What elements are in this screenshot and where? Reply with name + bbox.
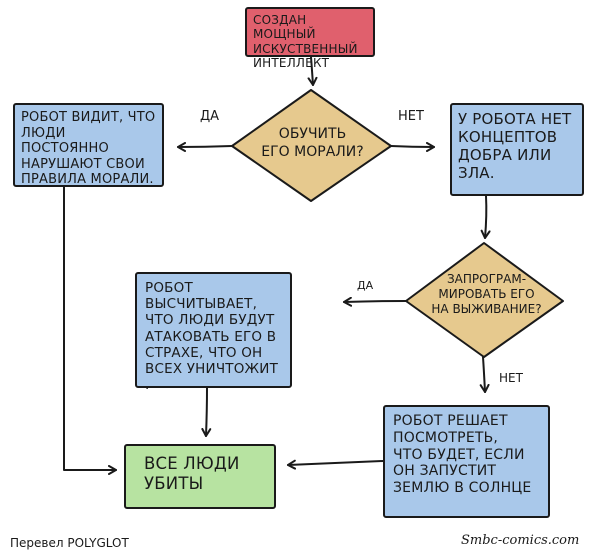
edge-nobox1-to-decision2 [480, 195, 491, 239]
translator-credit: Перевел POLYGLOT [10, 536, 129, 550]
yes-box-2-text: Робот высчитывает, что люди будут атаков… [145, 280, 279, 394]
label-yes-1: Да [200, 109, 220, 124]
decision1-diamond [231, 89, 392, 202]
decision2-text: Запрограм- мировать его на выживание? [431, 272, 542, 316]
label-no-2: Нет [499, 371, 523, 385]
label-yes-2: Да [357, 279, 374, 292]
start-node-text: Создан мощный искуственный интеллект [253, 13, 358, 71]
watermark: Smbc-comics.com [461, 533, 580, 548]
edge-yesbox2-to-end [201, 387, 212, 437]
end-node: Все люди убиты [124, 444, 276, 509]
edge-decision2-yes [343, 296, 407, 307]
label-no-1: Нет [398, 109, 424, 124]
no-box-1: У робота нет концептов добра или зла. [450, 103, 584, 196]
decision2-diamond [405, 242, 564, 358]
edge-start-to-decision1 [307, 56, 318, 86]
edge-nobox2-to-end [287, 459, 384, 470]
no-box-1-text: У робота нет концептов добра или зла. [458, 110, 572, 182]
start-node: Создан мощный искуственный интеллект [245, 7, 375, 70]
no-box-2-text: Робот решает посмотреть, что будет, если… [393, 413, 532, 497]
edge-decision1-no [390, 141, 435, 152]
decision1-text: Обучить его морали? [261, 126, 364, 160]
edge-yesbox1-to-end [63, 186, 117, 475]
yes-box-1-text: Робот видит, что люди постоянно нарушают… [21, 110, 156, 188]
end-node-text: Все люди убиты [144, 454, 240, 493]
yes-box-1: Робот видит, что люди постоянно нарушают… [13, 103, 164, 187]
yes-box-2: Робот высчитывает, что люди будут атаков… [135, 272, 292, 393]
no-box-2: Робот решает посмотреть, что будет, если… [383, 405, 550, 518]
edge-decision2-no [479, 356, 490, 393]
edge-decision1-yes [177, 141, 233, 152]
